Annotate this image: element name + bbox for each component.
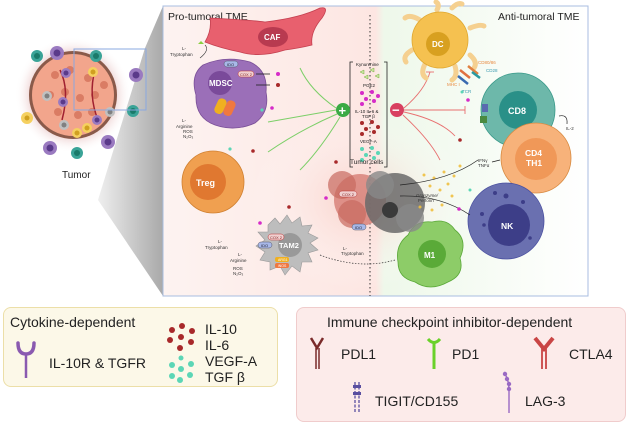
zoom-cone (98, 6, 163, 296)
legend-factor-vegfa: VEGF-A (205, 353, 258, 369)
svg-text:CD8: CD8 (508, 106, 526, 116)
svg-text:TAM2: TAM2 (279, 241, 299, 250)
nk-cell: NK (467, 182, 545, 260)
svg-text:Tryptophan: Tryptophan (170, 52, 193, 57)
plus-icon: + (336, 103, 350, 118)
svg-text:Arginine: Arginine (176, 124, 193, 129)
tigit-icon (353, 382, 361, 413)
svg-text:TGF β: TGF β (362, 114, 375, 119)
tumor-cells-cluster: COX 2 IDO (328, 171, 425, 233)
pd1-icon (426, 337, 442, 369)
il-dots-icon (167, 323, 195, 351)
svg-text:MHC I: MHC I (447, 82, 460, 87)
svg-text:IDO: IDO (227, 62, 234, 67)
vegf-dots-icon (169, 355, 194, 383)
minus-icon: − (390, 103, 404, 118)
legend-item-lag3: LAG-3 (525, 393, 566, 409)
cytokine-bracket: Kynurenine PGE2 IL-10 IL-6 & TGF β VEGF-… (349, 61, 388, 168)
legend-factor-tgfb: TGF β (205, 369, 245, 385)
legend-checkpoint-dependent: Immune checkpoint inhibitor-dependent PD… (296, 307, 626, 422)
svg-text:Treg: Treg (196, 178, 215, 188)
svg-text:CD28: CD28 (486, 68, 498, 73)
svg-text:M1: M1 (424, 251, 436, 260)
svg-text:MDSC: MDSC (209, 79, 233, 88)
tam2-cell: TAM2 COX 2 IDO ARG1 iNOS (255, 214, 319, 276)
legend-item-pd1: PD1 (452, 346, 480, 362)
svg-text:IFNγ: IFNγ (478, 158, 488, 163)
svg-text:IDO: IDO (355, 225, 362, 230)
svg-text:DC: DC (432, 40, 444, 49)
svg-text:N₂O₃: N₂O₃ (233, 271, 243, 276)
svg-text:CD80/86: CD80/86 (478, 60, 496, 65)
svg-text:+: + (339, 103, 347, 118)
svg-text:iNOS: iNOS (278, 264, 287, 268)
tumor-mass (15, 37, 147, 159)
svg-text:COX 2: COX 2 (270, 235, 283, 240)
svg-text:TCR: TCR (462, 89, 472, 94)
svg-text:COX 2: COX 2 (240, 72, 253, 77)
svg-text:VEGF-A: VEGF-A (360, 139, 377, 144)
legend-item-pdl1: PDL1 (341, 346, 377, 362)
zoom-region-box (73, 48, 147, 111)
legend-cytokine-dependent: Cytokine-dependent IL-10R & TGFR IL-10 I… (3, 307, 278, 387)
mdsc-cell: MDSC IDO COX 2 (193, 58, 268, 129)
cd4-th1-cell: CD4 TH1 (500, 122, 572, 194)
svg-text:CD4: CD4 (525, 148, 542, 158)
svg-text:IL-2: IL-2 (566, 126, 574, 131)
svg-text:Perforin: Perforin (418, 198, 434, 203)
svg-text:ROS: ROS (233, 266, 243, 271)
svg-text:IL-10 IL-6 &: IL-10 IL-6 & (355, 109, 379, 114)
tumor-cells-label: Tumor cells (350, 159, 384, 166)
svg-text:ROS: ROS (183, 129, 193, 134)
treg-cell: Treg (181, 150, 245, 214)
svg-text:TH1: TH1 (526, 158, 542, 168)
ctla4-icon (533, 336, 555, 369)
caf-cell: CAF (204, 7, 326, 55)
lag3-icon (502, 371, 512, 413)
svg-text:TNFα: TNFα (478, 163, 490, 168)
dc-cell: DC (402, 0, 487, 83)
svg-text:Kynurenine: Kynurenine (356, 62, 379, 67)
svg-text:N₂O₃: N₂O₃ (183, 134, 193, 139)
legend-cytokine-title: Cytokine-dependent (10, 314, 136, 330)
svg-text:Tryptophan: Tryptophan (205, 245, 228, 250)
svg-text:Tryptophan: Tryptophan (341, 251, 364, 256)
svg-text:PGE2: PGE2 (363, 83, 376, 88)
tme-diagram: Tumor Pro-tumoral TME Anti-tumoral TME C… (15, 0, 589, 297)
receptor-icon (16, 341, 36, 378)
svg-text:COX 2: COX 2 (342, 192, 355, 197)
svg-text:Granzyme/: Granzyme/ (416, 193, 439, 198)
m1-cell: M1 (397, 220, 464, 288)
svg-text:L-: L- (218, 239, 223, 244)
svg-text:L-: L- (182, 118, 187, 123)
svg-text:L-: L- (182, 46, 187, 51)
legend-checkpoint-title: Immune checkpoint inhibitor-dependent (327, 314, 573, 330)
anti-tumoral-title: Anti-tumoral TME (498, 11, 580, 23)
legend-item-tigit-cd155: TIGIT/CD155 (375, 393, 459, 409)
svg-text:−: − (392, 103, 400, 118)
legend-receptor-label: IL-10R & TGFR (49, 355, 146, 371)
pdl1-icon (309, 337, 325, 369)
svg-text:Arginine: Arginine (230, 258, 247, 263)
legend-factor-il10: IL-10 (205, 321, 237, 337)
legend-item-ctla4: CTLA4 (569, 346, 613, 362)
tumor-label: Tumor (62, 170, 91, 181)
svg-text:IDO: IDO (261, 243, 268, 248)
svg-text:L-: L- (343, 246, 348, 251)
legend-factor-il6: IL-6 (205, 337, 230, 353)
svg-text:ARG1: ARG1 (278, 258, 288, 262)
svg-text:L-: L- (238, 252, 243, 257)
svg-text:CAF: CAF (264, 33, 281, 42)
svg-text:NK: NK (501, 221, 514, 231)
